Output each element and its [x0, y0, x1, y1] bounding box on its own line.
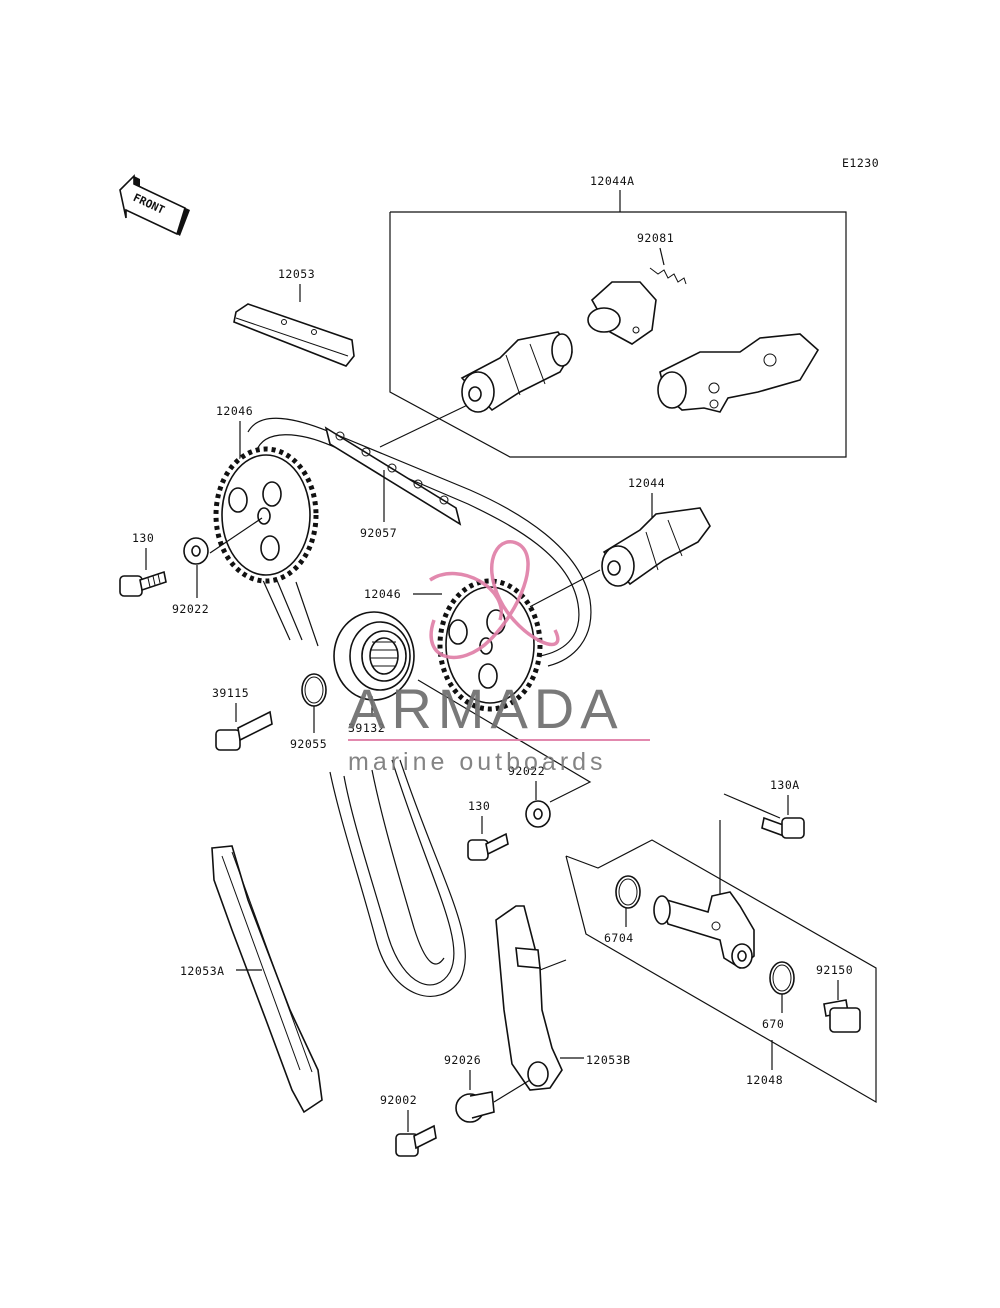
timing-chain [247, 417, 592, 997]
watermark-name: ARMADA [348, 677, 624, 740]
label-12053: 12053 [278, 267, 315, 281]
o-ring-6704 [615, 875, 641, 909]
label-39115: 39115 [212, 686, 249, 700]
tensioner-assembly-box [565, 793, 877, 1104]
label-92081: 92081 [637, 231, 674, 245]
label-92002: 92002 [380, 1093, 417, 1107]
label-92022-mid: 92022 [508, 764, 545, 778]
label-12053B: 12053B [586, 1053, 631, 1067]
label-12053A: 12053A [180, 964, 225, 978]
collar-92026 [455, 1091, 495, 1123]
bolt-130-mid [467, 832, 509, 861]
bolt-130A [761, 816, 805, 839]
label-130A: 130A [770, 778, 800, 792]
crankshaft-sprocket-39132 [333, 611, 415, 701]
bolt-92150 [823, 999, 861, 1033]
label-39132: 39132 [348, 721, 385, 735]
armada-logo-icon [429, 540, 560, 660]
label-92055: 92055 [290, 737, 327, 751]
camshaft-12044A [460, 331, 573, 413]
label-130-mid: 130 [468, 799, 490, 813]
washer-92022-left [183, 537, 209, 565]
bolt-39115 [215, 710, 273, 751]
chain-guide-12053A [211, 845, 323, 1114]
camshaft-12044 [601, 507, 711, 587]
cam-chain-tensioner-12048 [653, 891, 755, 969]
label-92026: 92026 [444, 1053, 481, 1067]
washer-92022-mid [525, 800, 551, 828]
label-92022-left: 92022 [172, 602, 209, 616]
rocker-arm [657, 333, 820, 413]
label-130-left: 130 [132, 531, 154, 545]
assembly-box-12044A [379, 190, 847, 458]
label-92150: 92150 [816, 963, 853, 977]
o-ring-92055 [301, 673, 327, 707]
chain-tensioner-guide-12053B [495, 905, 567, 1091]
label-670: 670 [762, 1017, 784, 1031]
bolt-130-left [119, 570, 167, 597]
chain-link-section-92057 [324, 426, 462, 526]
bolt-92002 [395, 1124, 437, 1157]
label-12046-mid: 12046 [364, 587, 401, 601]
label-12044: 12044 [628, 476, 665, 490]
watermark-tagline: marine outboards [348, 748, 607, 776]
chain-guide-12053 [233, 303, 355, 367]
o-ring-670 [769, 961, 795, 995]
spring-92081 [649, 267, 687, 285]
diagram-code: E1230 [842, 156, 879, 170]
front-arrow-icon: FRONT [119, 174, 190, 236]
label-12046-top: 12046 [216, 404, 253, 418]
label-12044A: 12044A [590, 174, 635, 188]
label-6704: 6704 [604, 931, 634, 945]
decompression-cam [587, 281, 657, 345]
armada-watermark: ARMADA marine outboards [348, 540, 650, 776]
label-12048: 12048 [746, 1073, 783, 1087]
label-92057: 92057 [360, 526, 397, 540]
camshaft-sprocket-12046-upper [213, 446, 319, 584]
